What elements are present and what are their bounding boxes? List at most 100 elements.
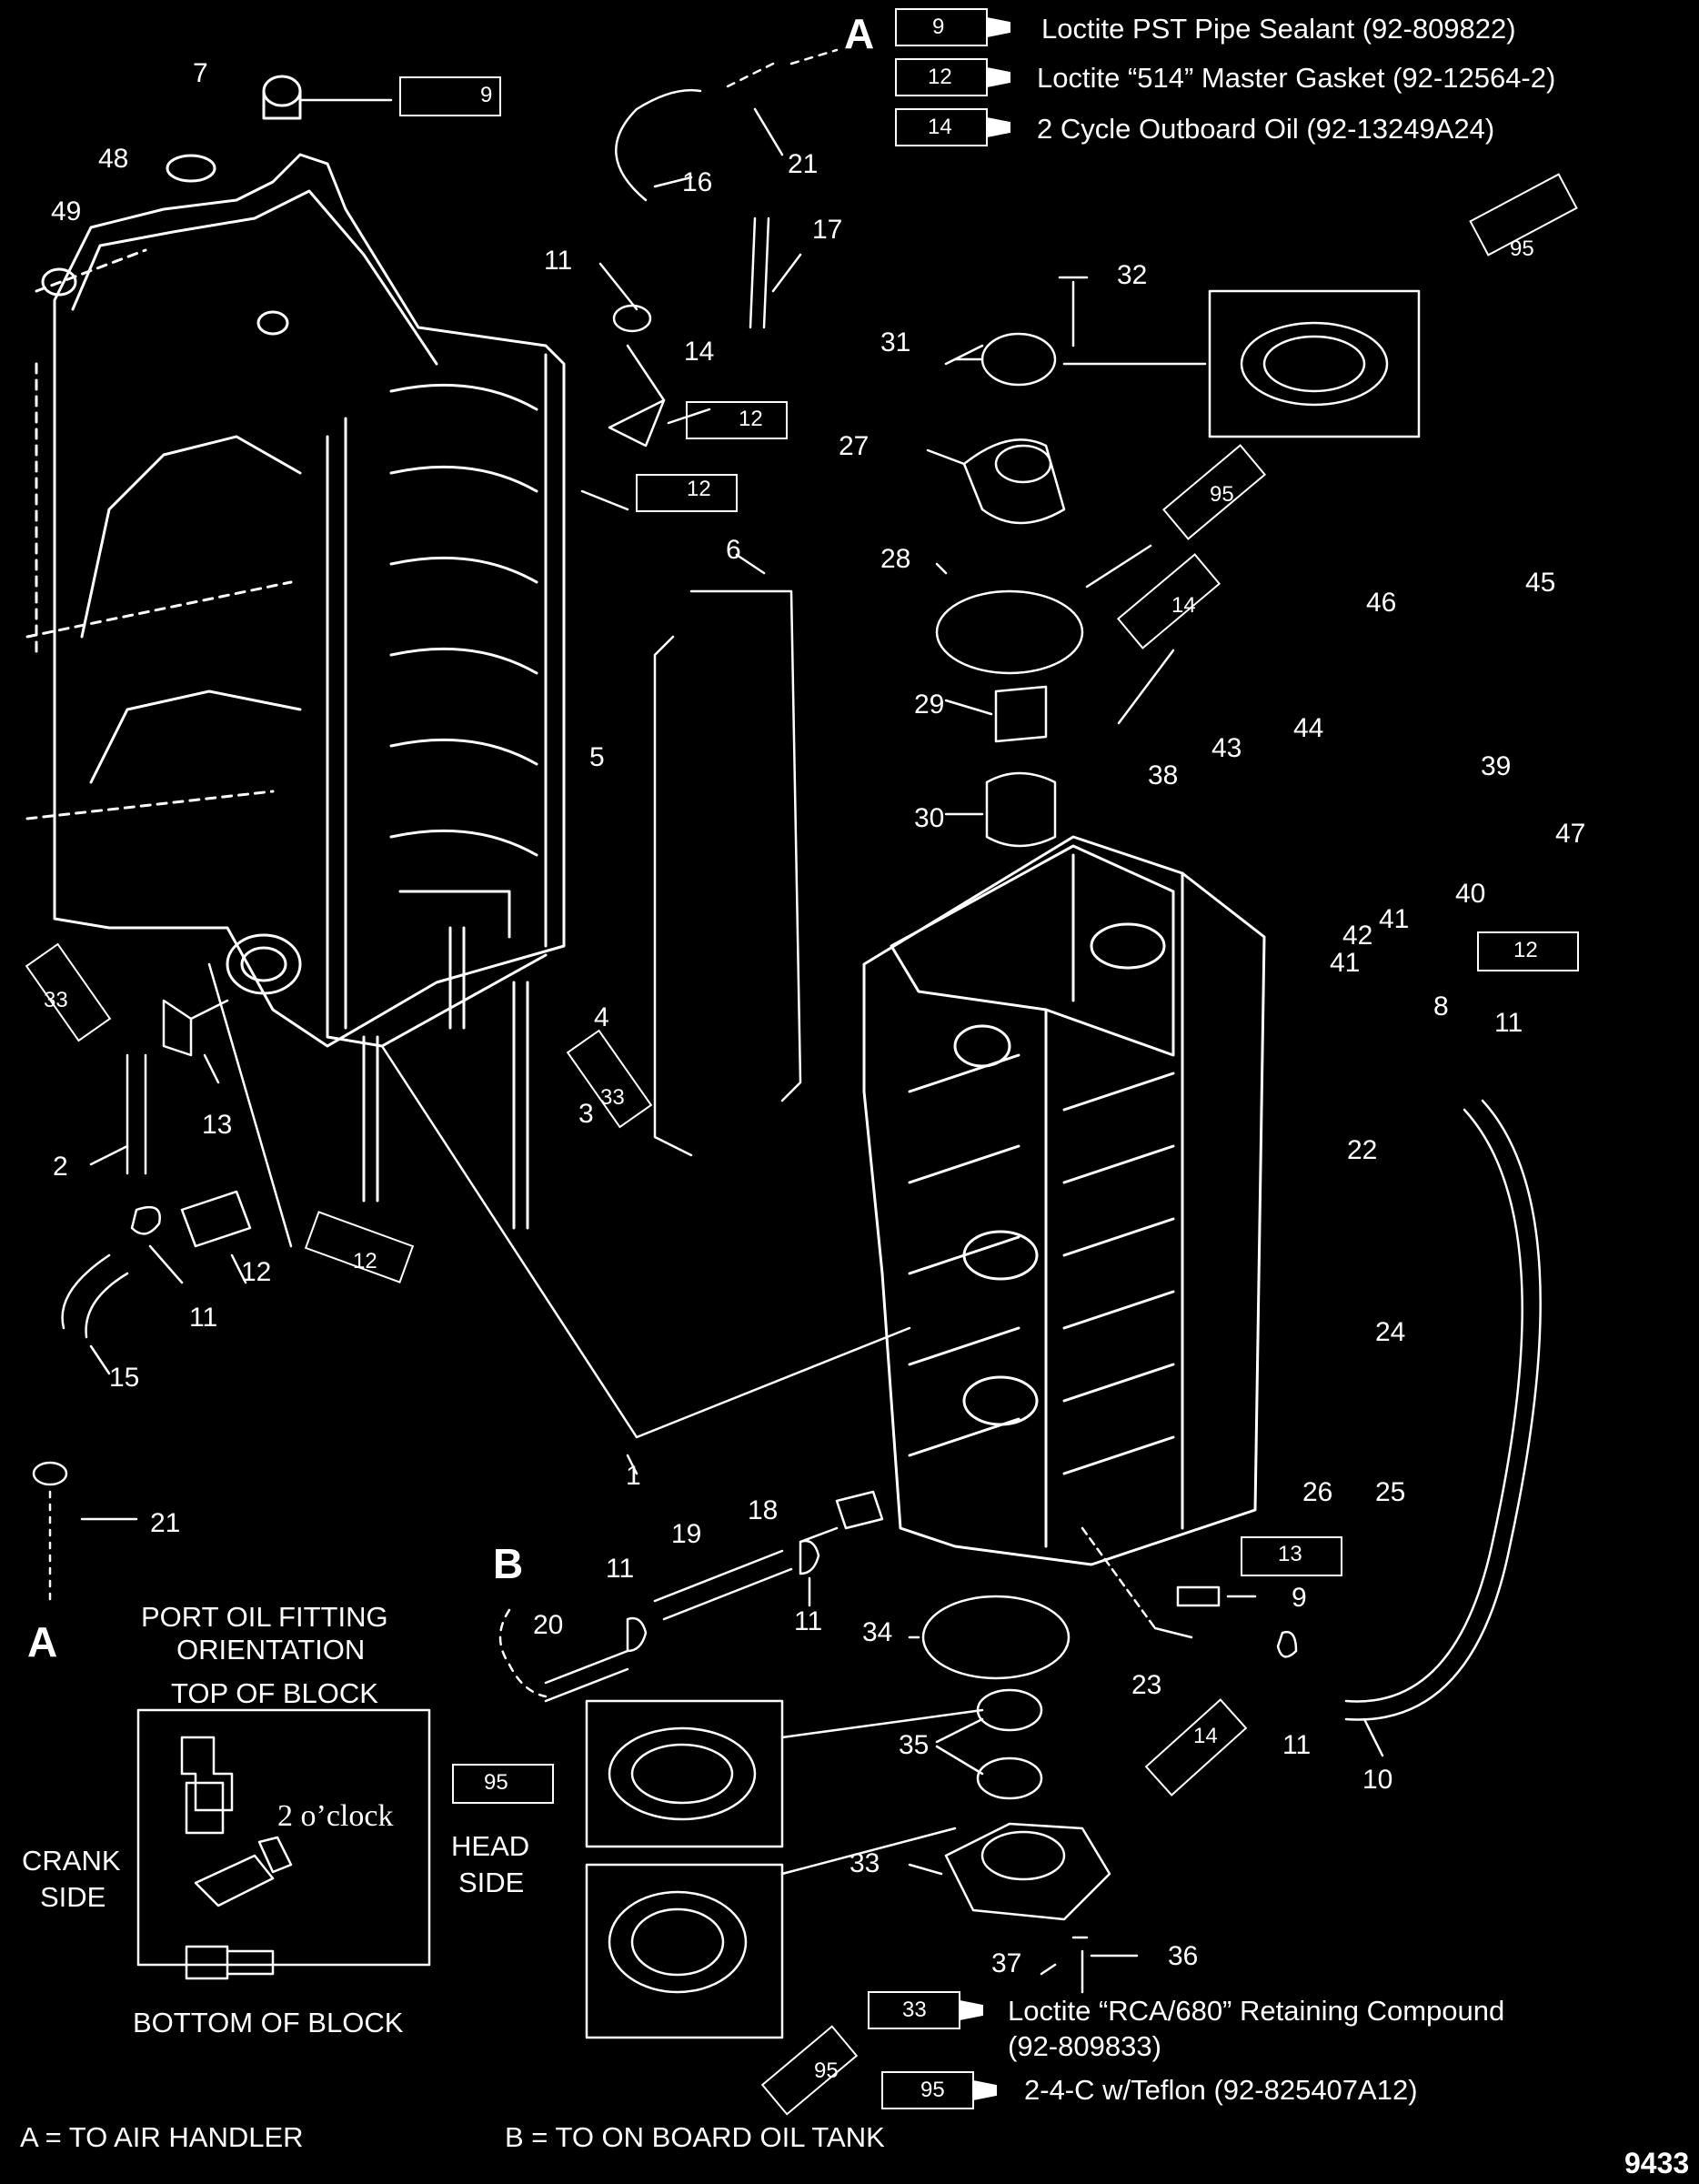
callout-11-low: 11 (1282, 1730, 1312, 1760)
tube-label-33-a: 33 (44, 988, 68, 1012)
inset-bottom-of-block: BOTTOM OF BLOCK (133, 2007, 404, 2038)
callout-11-right: 11 (1494, 1008, 1523, 1038)
inset-head-1: HEAD (451, 1830, 530, 1862)
callout-20: 20 (533, 1610, 564, 1640)
legend-text-pipe-sealant: Loctite PST Pipe Sealant (92-809822) (1041, 13, 1516, 45)
callout-44: 44 (1293, 713, 1324, 743)
legend-tube-label-14: 14 (928, 115, 952, 139)
callout-38: 38 (1148, 760, 1179, 790)
tube-label-12-d: 12 (1513, 938, 1538, 962)
callout-42: 42 (1342, 921, 1373, 951)
crankcase-cover (25, 75, 566, 1230)
tube-label-14-b: 14 (1193, 1724, 1218, 1748)
legend-text-outboard-oil: 2 Cycle Outboard Oil (92-13249A24) (1037, 113, 1495, 145)
callout-23: 23 (1131, 1670, 1162, 1700)
inset-head-2: SIDE (458, 1867, 525, 1898)
inset-two-oclock: 2 o’clock (277, 1799, 394, 1833)
callout-17: 17 (812, 215, 843, 245)
tube-label-9: 9 (480, 83, 493, 107)
callout-11-left: 11 (189, 1303, 218, 1333)
callout-18: 18 (748, 1495, 779, 1525)
callout-34: 34 (862, 1617, 893, 1647)
callout-21-left: 21 (150, 1508, 181, 1538)
callout-28: 28 (880, 544, 911, 574)
callout-14: 14 (684, 337, 715, 367)
tube-label-95-a: 95 (1510, 237, 1534, 261)
callout-49: 49 (51, 196, 82, 226)
callout-43: 43 (1211, 733, 1242, 763)
callout-45: 45 (1525, 568, 1556, 598)
callout-2: 2 (53, 1152, 68, 1182)
callout-16: 16 (682, 167, 713, 197)
callout-24: 24 (1375, 1317, 1406, 1347)
callout-41-left: 41 (1330, 948, 1361, 978)
callout-11-mid: 11 (606, 1554, 635, 1584)
ref-b: B (493, 1540, 524, 1587)
inset-title-2: ORIENTATION (176, 1634, 366, 1666)
tube-label-14-a: 14 (1171, 593, 1196, 618)
sealant-tubes (25, 8, 1579, 2116)
callout-33: 33 (850, 1848, 880, 1878)
callout-11-top: 11 (544, 246, 573, 276)
cylinder-block (862, 835, 1266, 1566)
callout-29: 29 (914, 689, 945, 720)
inset-top-of-block: TOP OF BLOCK (171, 1677, 378, 1709)
callout-10: 10 (1362, 1765, 1393, 1795)
tube-label-12-c: 12 (353, 1249, 377, 1273)
callout-21-top: 21 (788, 149, 819, 179)
callout-27: 27 (839, 431, 870, 461)
callout-9: 9 (1292, 1583, 1307, 1613)
callout-6: 6 (726, 535, 741, 565)
callout-5: 5 (589, 742, 605, 772)
callout-26: 26 (1302, 1477, 1333, 1507)
legend-tube-33 (868, 1991, 983, 2029)
figure-number: 9433 (1624, 2147, 1690, 2179)
callout-19: 19 (671, 1519, 702, 1549)
callout-22: 22 (1347, 1135, 1378, 1165)
callout-15: 15 (109, 1363, 140, 1393)
legend-text-master-gasket: Loctite “514” Master Gasket (92-12564-2) (1037, 62, 1556, 94)
tube-label-12-b: 12 (687, 477, 711, 501)
footer-note-a: A = TO AIR HANDLER (20, 2121, 304, 2153)
callout-4: 4 (594, 1002, 609, 1032)
tube-label-12-a: 12 (739, 407, 763, 431)
legend-tube-label-33: 33 (902, 1998, 927, 2022)
callout-40: 40 (1455, 879, 1486, 909)
callout-37: 37 (991, 1948, 1022, 1978)
legend-tube-9 (895, 8, 1010, 46)
leader-lines (32, 48, 1542, 2039)
legend-tube-label-9: 9 (932, 15, 945, 39)
legend-text-teflon: 2-4-C w/Teflon (92-825407A12) (1024, 2074, 1418, 2106)
ref-a-top: A (844, 10, 875, 57)
legend-tube-label-95: 95 (920, 2078, 945, 2102)
callout-47: 47 (1555, 819, 1586, 849)
callout-39: 39 (1481, 751, 1512, 781)
callout-3: 3 (578, 1099, 594, 1129)
callout-7: 7 (193, 58, 208, 88)
tube-label-13: 13 (1278, 1542, 1302, 1566)
callout-25: 25 (1375, 1477, 1406, 1507)
inset-title-1: PORT OIL FITTING (141, 1601, 388, 1633)
callout-48: 48 (98, 144, 129, 174)
tube-label-95-d: 95 (814, 2058, 839, 2083)
legend-tube-14 (895, 108, 1010, 146)
legend-text-retaining-compound-pn: (92-809833) (1008, 2030, 1161, 2062)
legend-text-retaining-compound: Loctite “RCA/680” Retaining Compound (1008, 1995, 1505, 2027)
callout-13: 13 (202, 1110, 233, 1140)
callout-1: 1 (626, 1461, 641, 1491)
callout-8: 8 (1433, 991, 1449, 1022)
callout-41-right: 41 (1379, 904, 1410, 934)
ref-a-bottom: A (27, 1618, 58, 1666)
callout-11-mid2: 11 (794, 1606, 823, 1636)
tube-label-95-c: 95 (484, 1770, 508, 1795)
callout-36: 36 (1168, 1941, 1199, 1971)
legend-tube-label-12: 12 (928, 65, 952, 89)
callout-35: 35 (899, 1730, 930, 1760)
callout-30: 30 (914, 803, 945, 833)
tube-label-33-b: 33 (600, 1085, 625, 1110)
callout-32: 32 (1117, 260, 1148, 290)
inset-crank-1: CRANK (22, 1845, 121, 1877)
tube-label-95-b: 95 (1210, 482, 1234, 507)
legend-tube-12 (895, 58, 1010, 96)
